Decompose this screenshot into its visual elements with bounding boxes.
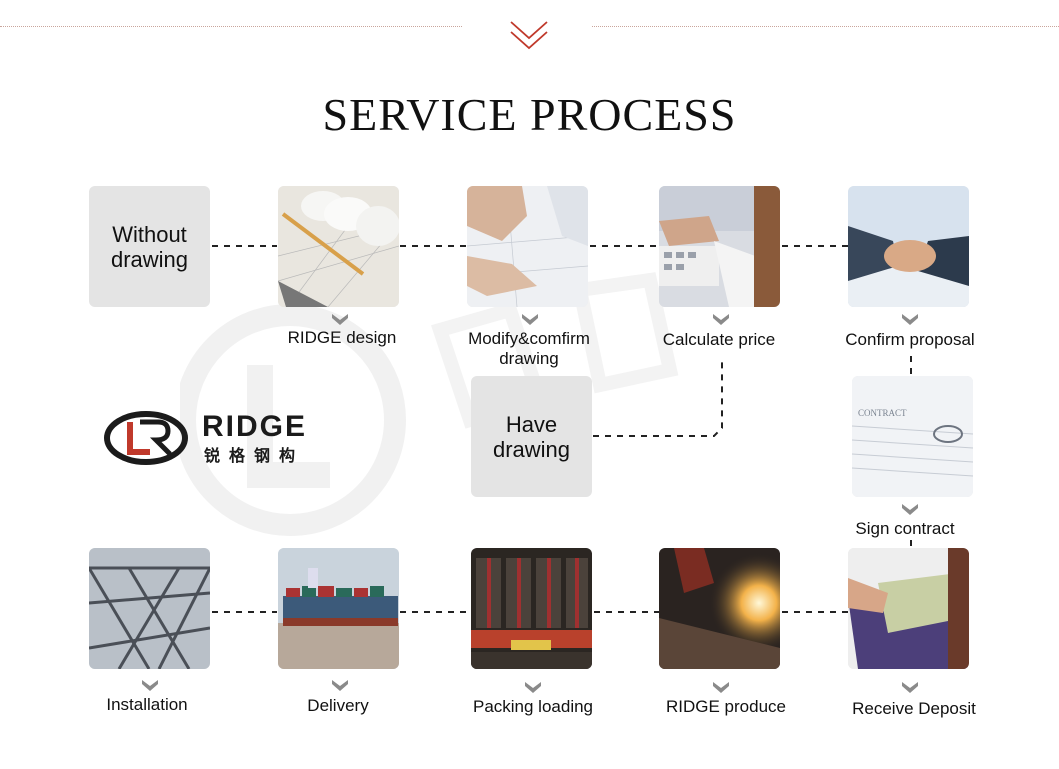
chevron-down-icon: [332, 314, 348, 325]
step-have-drawing-label: Have drawing: [492, 411, 571, 462]
ridge-brand-word: RIDGE: [202, 410, 308, 443]
packing-loading-image: [471, 548, 592, 669]
ridge-brand-chinese: 锐格钢构: [204, 448, 305, 465]
ridge-design-image: [278, 186, 399, 307]
header-divider-right: [592, 26, 1059, 27]
chevron-down-icon: [902, 682, 918, 693]
chevron-down-icon: [142, 680, 158, 691]
receive-deposit-image: [848, 548, 969, 669]
step-without-drawing-label: Without drawing: [110, 221, 189, 272]
chevron-down-icon: [525, 682, 541, 693]
header-divider-left: [0, 26, 462, 27]
chevron-down-icon: [713, 682, 729, 693]
step-calculate-price-label: Calculate price: [662, 330, 776, 349]
step-delivery-label: Delivery: [307, 696, 369, 715]
chevron-down-icon: [522, 314, 538, 325]
chevron-down-icon: [902, 314, 918, 325]
page-title: SERVICE PROCESS: [322, 89, 737, 140]
step-confirm-proposal-label: Confirm proposal: [845, 330, 975, 349]
step-receive-deposit-label: Receive Deposit: [852, 699, 976, 718]
step-packing-loading-label: Packing loading: [472, 697, 594, 716]
step-installation-label: Installation: [106, 695, 188, 714]
confirm-proposal-image: [848, 186, 969, 307]
sign-contract-image: CONTRACT: [852, 376, 973, 497]
chevron-down-icon: [902, 504, 918, 515]
installation-image: [89, 548, 210, 669]
step-sign-contract-label: Sign contract: [855, 519, 955, 538]
step-have-drawing: Have drawing: [471, 376, 592, 497]
chevron-down-icon: [713, 314, 729, 325]
chevron-down-icon: [332, 680, 348, 691]
delivery-image: [278, 548, 399, 669]
double-chevron-down-icon: [510, 21, 548, 50]
ridge-produce-image: [659, 548, 780, 669]
ridge-logo: RIDGE 锐格钢构: [104, 408, 344, 466]
step-ridge-design-label: RIDGE design: [287, 328, 397, 347]
step-modify-confirm-label: Modify&comfirm drawing: [468, 329, 590, 368]
step-ridge-produce-label: RIDGE produce: [666, 697, 786, 716]
step-without-drawing: Without drawing: [89, 186, 210, 307]
svg-text:CONTRACT: CONTRACT: [858, 408, 907, 418]
ridge-logo-icon: [104, 411, 188, 465]
calculate-price-image: [659, 186, 780, 307]
modify-drawing-image: [467, 186, 588, 307]
